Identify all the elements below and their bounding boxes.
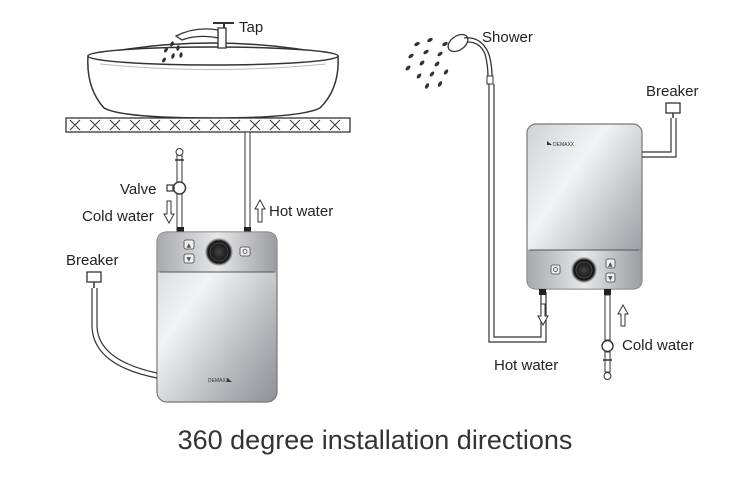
shower-head [447, 33, 494, 85]
countertop [65, 117, 351, 133]
hot-water-pipe-left [244, 131, 251, 233]
caption: 360 degree installation directions [178, 425, 573, 455]
shower-installation: Shower ▲ ▼ DEMAXX [405, 29, 699, 380]
shower-water-drops [405, 37, 449, 89]
brand-logo-right: DEMAXX [553, 142, 575, 148]
breaker-label-left: Breaker [66, 252, 119, 269]
control-knob [571, 257, 597, 283]
up-arrow-icon [254, 198, 266, 223]
valve [166, 181, 187, 195]
mode-icon [239, 246, 251, 257]
up-arrow-icon [617, 303, 629, 327]
svg-text:▲: ▲ [187, 242, 192, 249]
valve-label: Valve [120, 181, 156, 198]
chevron-up-icon: ▲ [183, 239, 195, 250]
breaker-label-right: Breaker [646, 83, 699, 100]
svg-text:▲: ▲ [608, 261, 613, 268]
tap-label: Tap [239, 19, 263, 36]
cold-water-pipe-right [601, 294, 614, 380]
cold-water-label-left: Cold water [82, 208, 154, 225]
down-arrow-icon [163, 200, 175, 225]
water-heater-compact: ▲ ▼ DEMAXX [156, 227, 278, 403]
breaker-right [642, 102, 681, 158]
cold-water-label-right: Cold water [622, 337, 694, 354]
brand-logo-left: DEMAXX [208, 378, 230, 384]
sink-installation: Tap Valve Cold water Hot w [65, 19, 351, 403]
chevron-up-icon: ▲ [605, 258, 616, 269]
chevron-down-icon: ▼ [605, 272, 616, 283]
shower-label: Shower [482, 29, 533, 46]
breaker-left [86, 271, 158, 379]
basin [87, 42, 339, 119]
svg-text:▼: ▼ [608, 275, 613, 282]
tap-water-drops [162, 41, 183, 63]
hot-water-label-left: Hot water [269, 203, 333, 220]
chevron-down-icon: ▼ [183, 253, 195, 264]
water-heater-wall: ▲ ▼ DEMAXX [526, 123, 643, 295]
mode-icon [550, 264, 561, 275]
hot-water-label-right: Hot water [494, 357, 558, 374]
down-arrow-icon [537, 303, 549, 327]
svg-text:▼: ▼ [187, 256, 192, 263]
tap-faucet [174, 22, 234, 49]
